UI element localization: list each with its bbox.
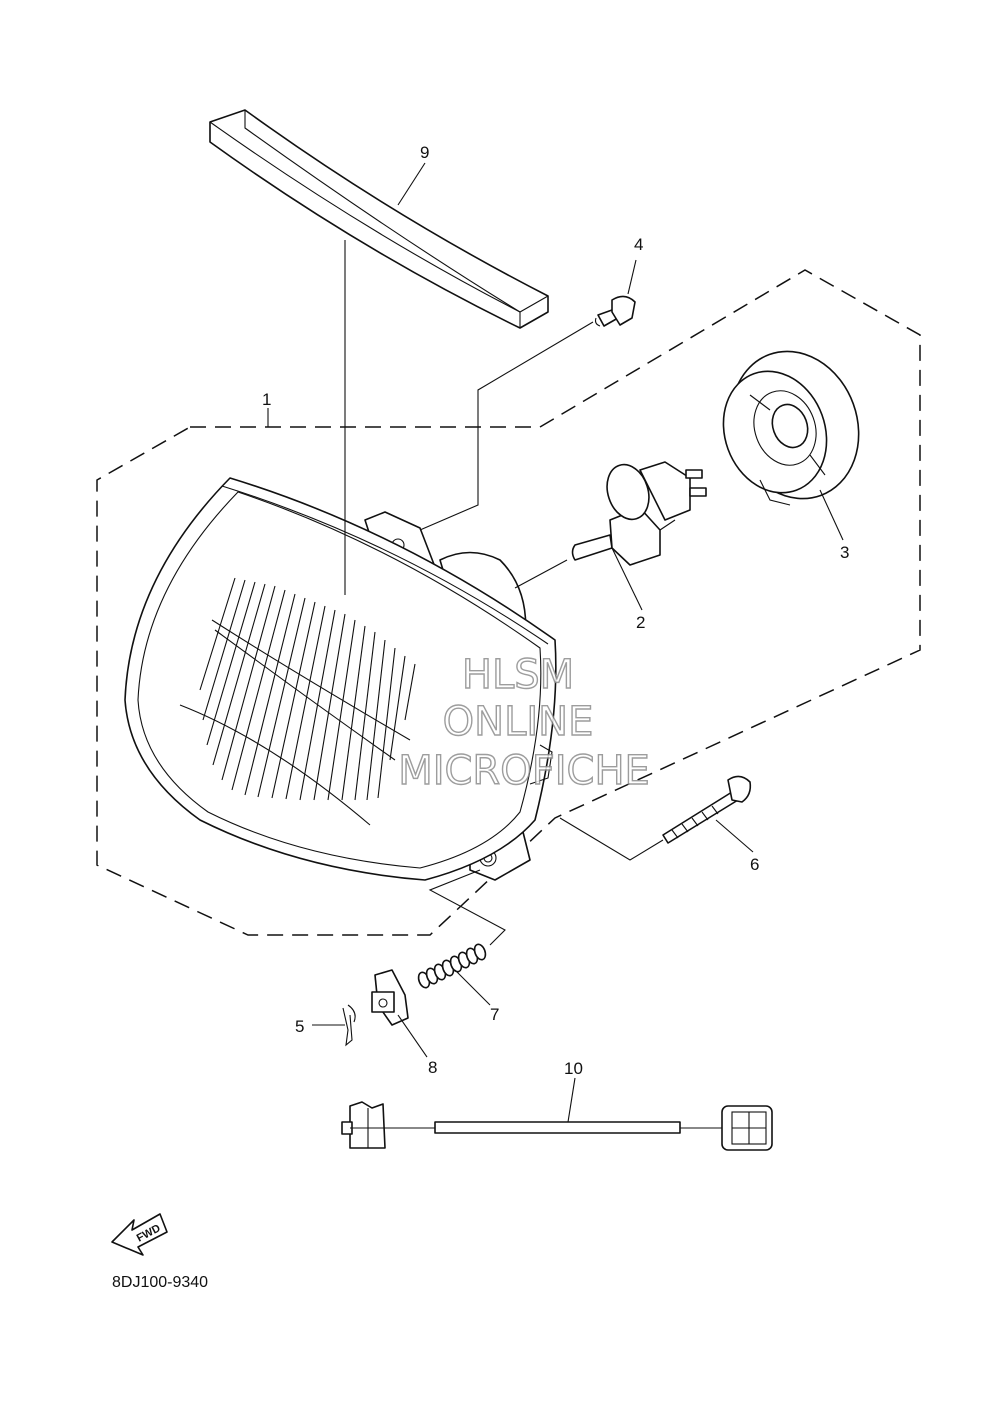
callout-10: 10 <box>564 1059 583 1078</box>
callout-5: 5 <box>295 1017 304 1036</box>
callout-4: 4 <box>634 235 643 254</box>
callout-2: 2 <box>636 613 645 632</box>
part-7-spring[interactable] <box>417 943 488 989</box>
fwd-arrow-icon: FWD <box>111 1213 168 1256</box>
part-9-pad[interactable] <box>209 109 549 329</box>
callout-1: 1 <box>262 390 271 409</box>
watermark-line-3: MICROFICHE <box>398 748 650 794</box>
part-1-headlight-assembly[interactable] <box>124 477 557 881</box>
part-10-wire-harness[interactable] <box>341 1101 773 1151</box>
part-3-socket-cover[interactable] <box>707 333 879 516</box>
part-2-bulb[interactable] <box>571 459 707 566</box>
watermark-line-2: ONLINE <box>443 699 594 745</box>
callout-3: 3 <box>840 543 849 562</box>
callout-9: 9 <box>420 143 429 162</box>
part-4-clip[interactable] <box>594 295 636 327</box>
part-8-nut-clip[interactable] <box>371 969 409 1026</box>
diagram-code: 8DJ100-9340 <box>112 1274 208 1291</box>
part-5-pin[interactable] <box>342 1004 356 1047</box>
part-6-bolt[interactable] <box>662 775 752 844</box>
callout-labels: 1 2 3 4 5 6 7 8 9 10 <box>262 143 849 1078</box>
callout-6: 6 <box>750 855 759 874</box>
assembly-outline <box>96 269 921 936</box>
callout-7: 7 <box>490 1005 499 1024</box>
lens-pattern <box>179 577 416 826</box>
watermark-line-1: HLSM <box>462 652 574 698</box>
callout-8: 8 <box>428 1058 437 1077</box>
watermark: HLSM ONLINE MICROFICHE <box>397 651 650 794</box>
leader-lines <box>267 162 844 1123</box>
